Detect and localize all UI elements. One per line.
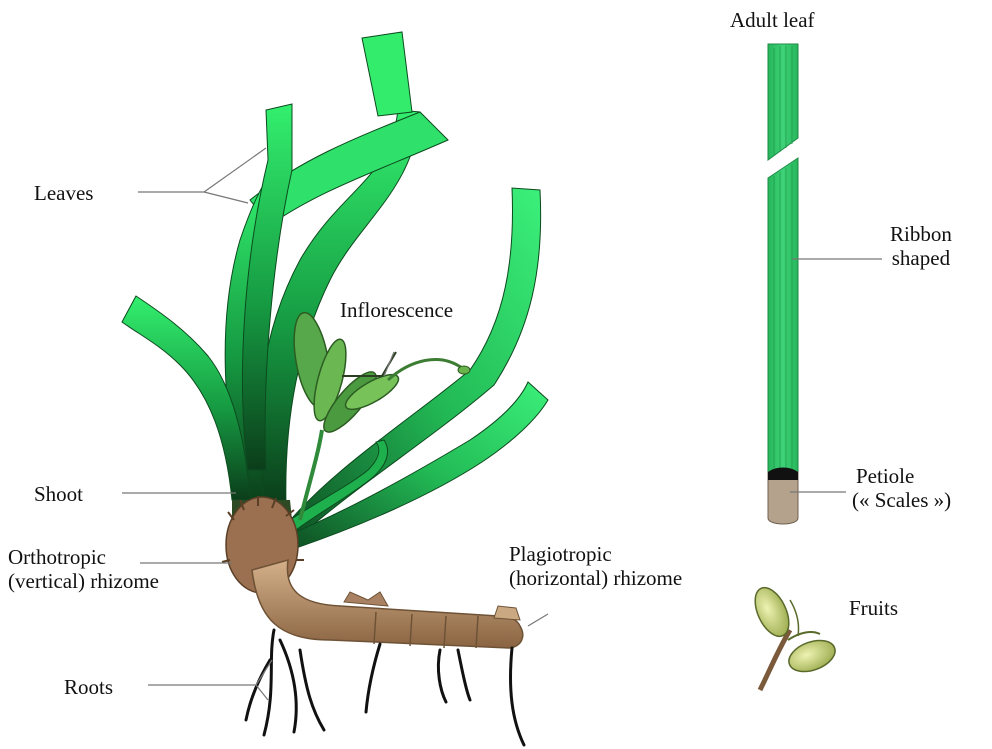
label-fruits: Fruits [849,596,898,620]
inflorescence-leader [384,352,394,376]
label-shoot: Shoot [34,482,83,506]
adult-leaf-blade-bottom [768,158,798,472]
label-ribbon-line2: shaped [890,246,952,270]
label-adult-leaf: Adult leaf [730,8,815,32]
label-roots: Roots [64,675,113,699]
adult-leaf-blade-top [768,44,798,160]
label-plagiotropic-line1: Plagiotropic [509,542,682,566]
fruits-drawing [748,583,839,690]
label-petiole-line1: Petiole [852,464,951,488]
label-orthotropic-line1: Orthotropic [8,545,159,569]
leaf-tip [362,32,412,116]
label-ribbon: Ribbon shaped [890,222,952,270]
label-leaves: Leaves [34,181,93,205]
adult-leaf-drawing [768,44,798,524]
fruit [785,635,840,678]
plagio-leader [528,614,548,626]
leaves-group [122,32,548,548]
label-ribbon-line1: Ribbon [890,222,952,246]
label-plagiotropic-line2: (horizontal) rhizome [509,566,682,590]
label-petiole: Petiole (« Scales ») [852,464,951,512]
label-orthotropic: Orthotropic (vertical) rhizome [8,545,159,593]
label-plagiotropic: Plagiotropic (horizontal) rhizome [509,542,682,590]
label-orthotropic-line2: (vertical) rhizome [8,569,159,593]
label-petiole-line2: (« Scales ») [852,488,951,512]
leaves-leader [138,148,266,203]
label-inflorescence: Inflorescence [340,298,453,322]
